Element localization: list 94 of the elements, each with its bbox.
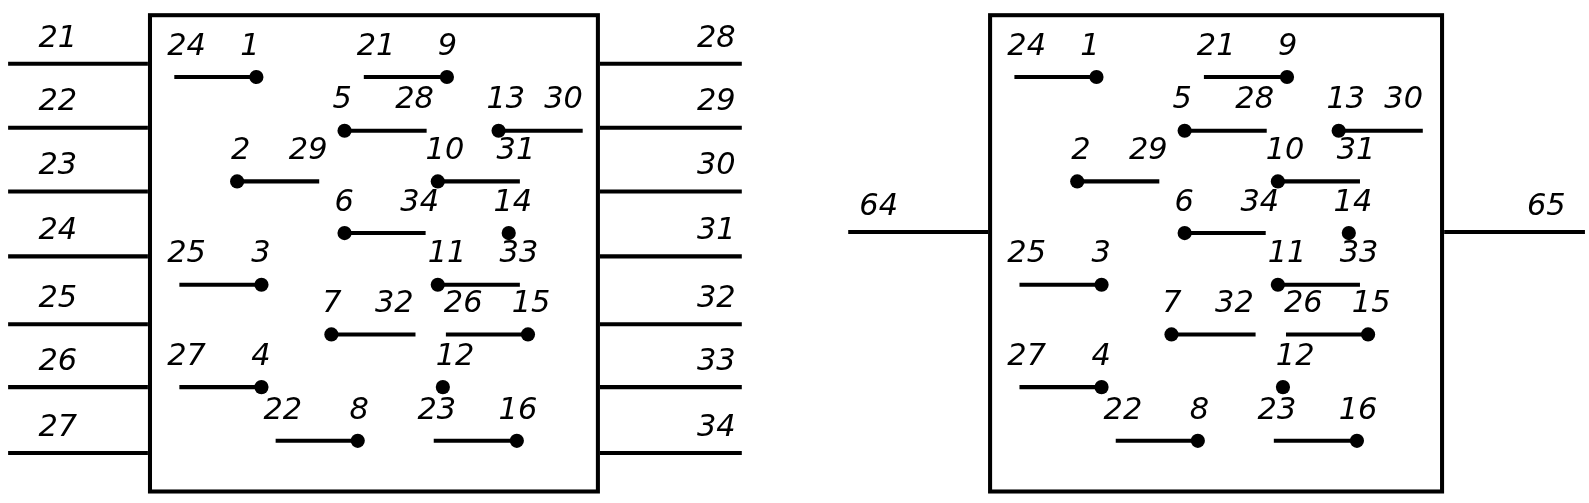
pin-number: 34 [1240,185,1280,216]
pin-number: 14 [1333,185,1373,216]
pin-number: 21 [38,21,78,52]
pin-number: 12 [1275,339,1315,370]
pin-number: 33 [1339,237,1379,268]
pin-number: 26 [1283,286,1323,318]
pin-number: 23 [1257,393,1297,424]
pin-number: 2 [231,133,251,165]
pin-number: 29 [1128,133,1168,165]
pin-number: 11 [1267,237,1307,268]
pin-number: 22 [38,85,78,116]
pin-number: 10 [425,133,465,165]
pin-number: 28 [697,21,736,52]
pin-number: 33 [697,344,736,375]
pin-number: 14 [493,185,533,216]
pin-number: 11 [427,237,467,268]
pin-number: 13 [1326,83,1366,114]
pin-number: 3 [1091,237,1111,268]
pin-number: 9 [437,29,458,60]
pin-number: 13 [486,83,526,114]
pin-number: 24 [38,213,78,245]
pin-number: 4 [1091,339,1111,370]
pin-number: 21 [1196,29,1236,60]
pin-number: 33 [499,237,539,268]
pin-number: 31 [1336,133,1376,165]
pin-number: 15 [1351,286,1391,318]
pin-lead [599,450,742,455]
pin-number: 29 [697,85,736,116]
pin-number: 27 [1007,339,1046,370]
pin-number: 34 [697,410,736,441]
pin-lead [599,385,742,390]
pin-number: 22 [1103,393,1143,424]
pin-number: 8 [1189,393,1210,424]
pin-number: 29 [288,133,328,165]
pin-lead [8,189,148,194]
pin-lead [8,450,148,455]
pin-lead [8,61,148,66]
pin-number: 9 [1277,29,1298,60]
pin-number: 4 [251,339,271,370]
pin-number: 26 [38,344,78,375]
pin-number: 31 [697,213,736,245]
pin-number: 32 [697,281,736,313]
pin-number: 8 [349,393,369,424]
pin-number: 6 [1174,185,1194,216]
pin-number: 16 [1338,393,1378,424]
pin-number: 24 [1007,29,1046,60]
pin-number: 25 [38,281,78,313]
pin-lead [599,61,742,66]
pin-number: 32 [374,286,414,318]
pin-number: 24 [167,29,206,60]
pin-number: 30 [544,83,583,114]
pin-lead [599,322,742,327]
pin-number: 34 [400,185,439,216]
pin-number: 6 [334,185,354,216]
pin-number: 16 [498,393,538,424]
pin-lead [8,385,148,390]
pin-number: 22 [263,393,303,424]
pin-number: 27 [38,410,78,441]
pin-number: 31 [496,133,536,165]
pin-number: 30 [697,148,736,180]
pin-lead [8,125,148,130]
pin-lead [8,254,148,259]
pin-lead [599,125,742,130]
pin-number: 2 [1071,133,1091,165]
pin-lead [848,230,989,235]
pin-number: 23 [38,148,78,180]
pin-lead [599,254,742,259]
pin-lead [1444,230,1585,235]
pin-number: 65 [1527,189,1566,220]
connector-box [147,13,600,494]
pin-number: 5 [332,83,352,114]
pin-number: 21 [356,29,396,60]
pin-number: 32 [1215,286,1254,318]
pin-number: 28 [1235,83,1274,114]
pin-number: 7 [1162,286,1182,318]
pin-number: 12 [435,339,475,370]
pin-number: 30 [1384,83,1423,114]
pin-number: 25 [1007,237,1046,268]
pin-number: 27 [167,339,206,370]
pin-number: 28 [395,83,434,114]
pin-lead [599,189,742,194]
pin-number: 23 [417,393,457,424]
pin-number: 10 [1265,133,1305,165]
pin-number: 5 [1172,83,1192,114]
pin-number: 1 [1080,29,1100,60]
connector-box [988,13,1445,494]
pin-number: 7 [322,286,342,318]
pin-number: 26 [443,286,483,318]
pin-number: 3 [251,237,271,268]
pin-lead [8,322,148,327]
pin-number: 1 [240,29,260,60]
pin-number: 15 [511,286,551,318]
pin-number: 64 [859,189,899,220]
pin-number: 25 [167,237,206,268]
